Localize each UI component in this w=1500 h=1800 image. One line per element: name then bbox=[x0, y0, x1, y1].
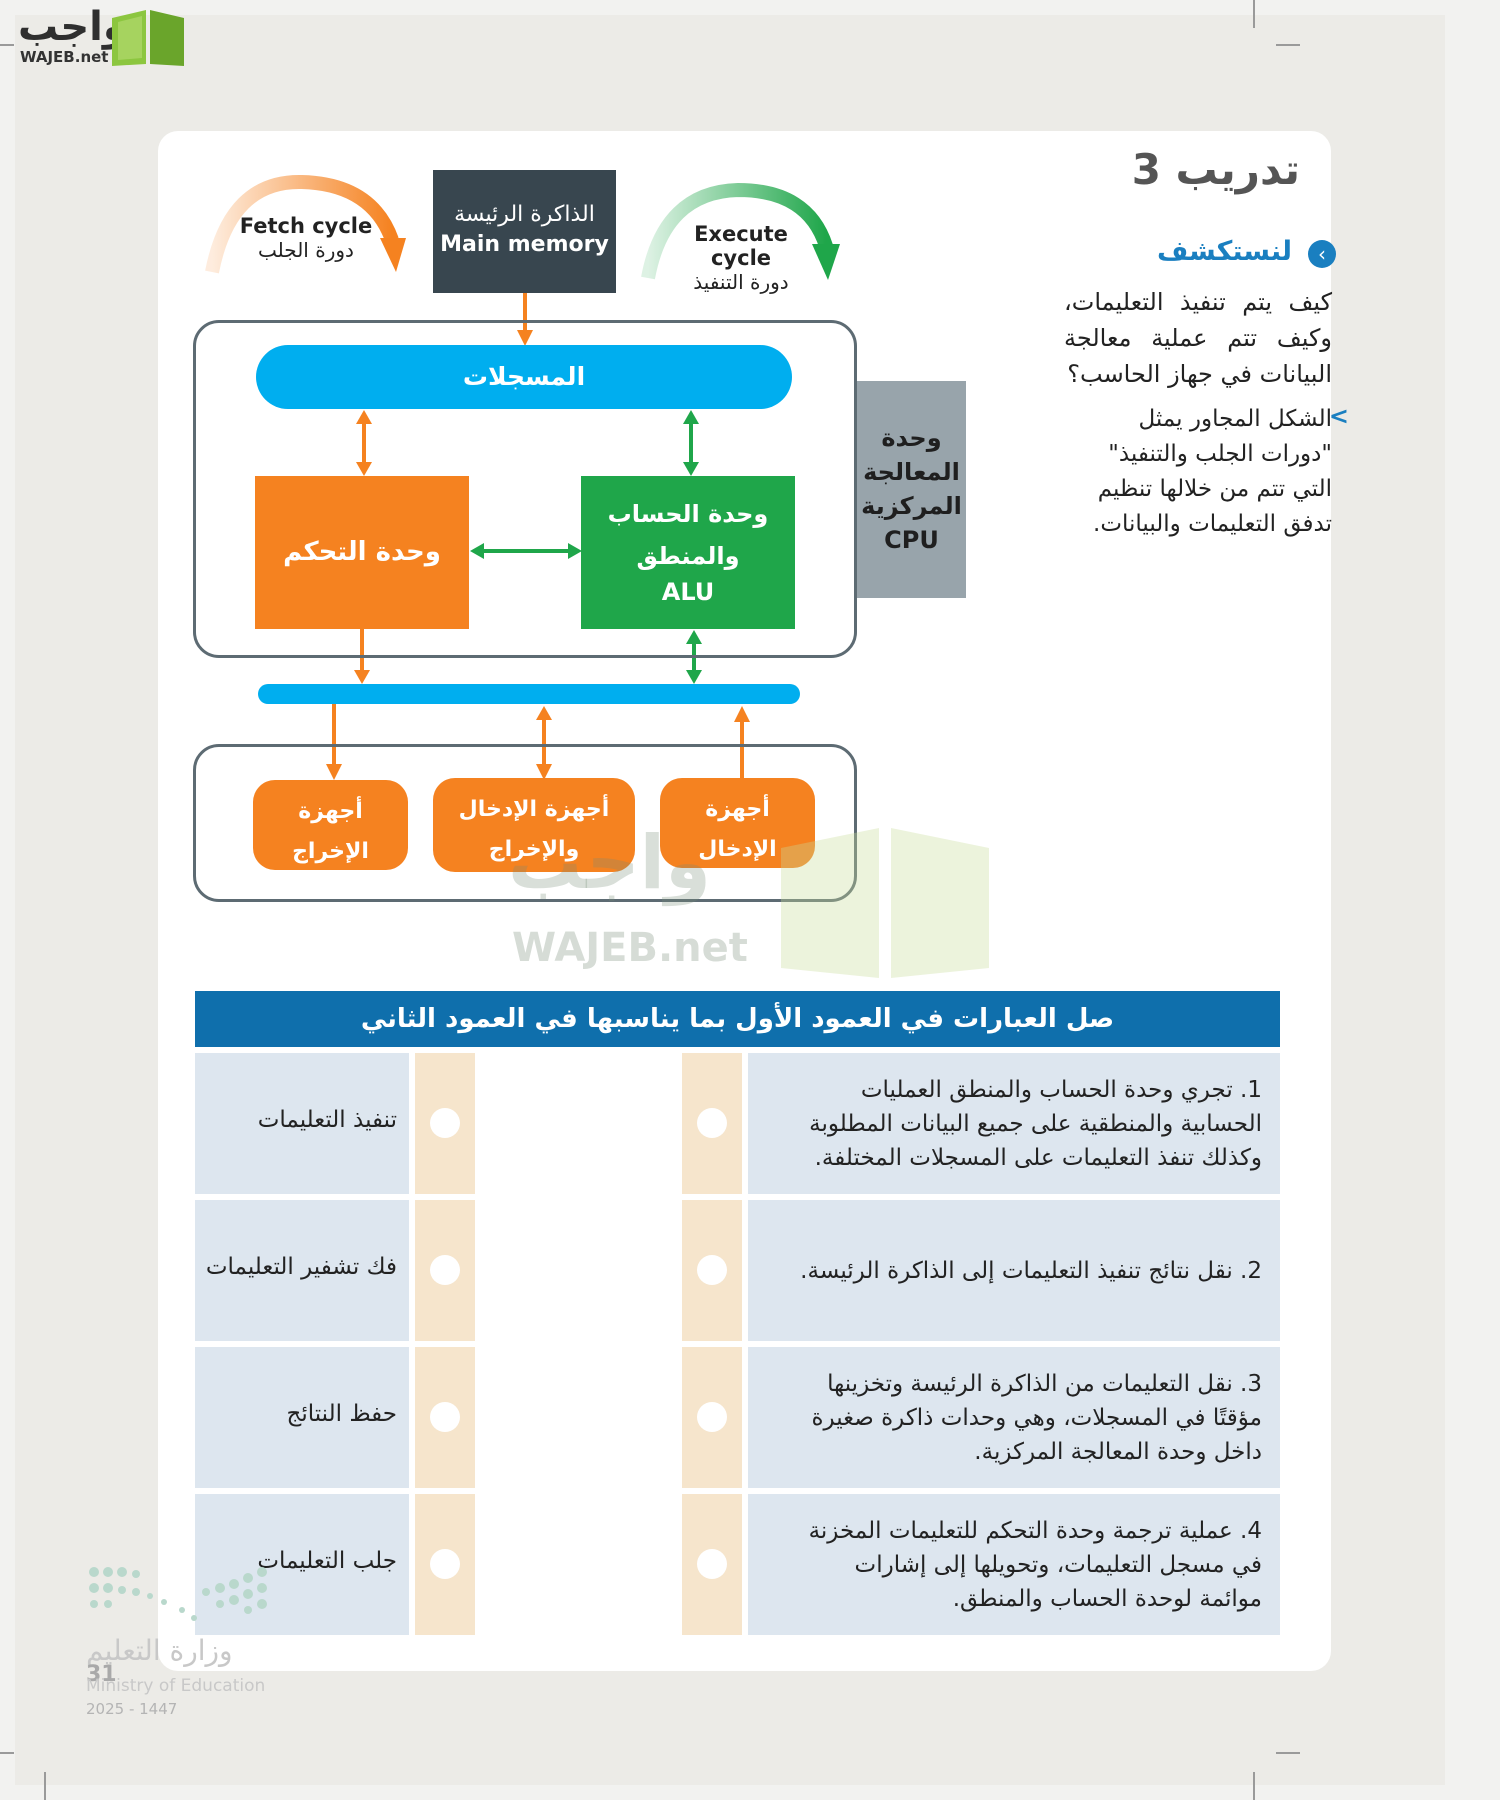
statement-cell: 3. نقل التعليمات من الذاكرة الرئيسة وتخز… bbox=[748, 1347, 1280, 1488]
fetch-cycle-arc bbox=[205, 174, 399, 274]
execute-cycle-en: Execute cycle bbox=[694, 222, 788, 270]
crop-mark bbox=[1253, 0, 1255, 28]
watermark-english: WAJEB.net bbox=[512, 925, 748, 971]
statement-cell: 1. تجري وحدة الحساب والمنطق العمليات الح… bbox=[748, 1053, 1280, 1194]
io-devices-box: أجهزة الإدخال والإخراج bbox=[433, 778, 635, 872]
option-cell: جلب التعليمات bbox=[195, 1494, 409, 1635]
crop-mark bbox=[0, 1752, 14, 1754]
alu-ar-line1: وحدة الحساب bbox=[607, 500, 769, 528]
logo-arabic: واجب bbox=[18, 4, 128, 50]
match-dot-right-4[interactable] bbox=[430, 1549, 460, 1579]
crop-mark bbox=[1253, 1772, 1255, 1800]
match-dot-right-2[interactable] bbox=[430, 1255, 460, 1285]
ministry-name-en: Ministry of Education bbox=[86, 1676, 266, 1696]
io-line2: والإخراج bbox=[488, 837, 580, 862]
answer-strip bbox=[682, 1200, 742, 1341]
option-3: حفظ النتائج bbox=[286, 1401, 397, 1427]
fetch-cycle-label: Fetch cycle دورة الجلب bbox=[236, 214, 376, 262]
input-line1: أجهزة bbox=[705, 797, 770, 822]
execute-cycle-arc bbox=[641, 182, 833, 280]
io-line1: أجهزة الإدخال bbox=[458, 797, 610, 822]
book-icon bbox=[112, 10, 184, 66]
option-cell: فك تشفير التعليمات bbox=[195, 1200, 409, 1341]
answer-strip bbox=[415, 1053, 475, 1194]
output-line2: الإخراج bbox=[292, 839, 369, 864]
system-bus bbox=[258, 684, 800, 704]
statement-cell: 4. عملية ترجمة وحدة التحكم للتعليمات الم… bbox=[748, 1494, 1280, 1635]
option-cell: حفظ النتائج bbox=[195, 1347, 409, 1488]
output-line1: أجهزة bbox=[298, 799, 363, 824]
statement-1: 1. تجري وحدة الحساب والمنطق العمليات الح… bbox=[809, 1077, 1262, 1171]
arrow-bullet-icon: < bbox=[1328, 402, 1349, 430]
watermark-book-icon bbox=[781, 828, 989, 978]
explore-heading: لنستكشف bbox=[1157, 236, 1292, 267]
answer-strip bbox=[415, 1200, 475, 1341]
logo-english: WAJEB.net bbox=[20, 48, 109, 66]
option-2: فك تشفير التعليمات bbox=[205, 1254, 397, 1280]
cpu-ar-line1: وحدة bbox=[881, 424, 942, 452]
wajeb-logo[interactable]: واجب WAJEB.net bbox=[8, 4, 188, 68]
execute-cycle-ar: دورة التنفيذ bbox=[693, 270, 789, 294]
answer-strip bbox=[682, 1347, 742, 1488]
matching-header: صل العبارات في العمود الأول بما يناسبها … bbox=[195, 991, 1280, 1047]
alu-ar-line2: والمنطق bbox=[636, 542, 740, 570]
statement-4: 4. عملية ترجمة وحدة التحكم للتعليمات الم… bbox=[808, 1518, 1262, 1612]
match-dot-left-1[interactable] bbox=[697, 1108, 727, 1138]
cpu-frame bbox=[193, 320, 857, 658]
explore-question: كيف يتم تنفيذ التعليمات، وكيف تتم عملية … bbox=[1064, 288, 1332, 388]
option-4: جلب التعليمات bbox=[257, 1548, 397, 1574]
crop-mark bbox=[1276, 44, 1300, 46]
match-dot-left-3[interactable] bbox=[697, 1402, 727, 1432]
match-dot-left-4[interactable] bbox=[697, 1549, 727, 1579]
statement-2: 2. نقل نتائج تنفيذ التعليمات إلى الذاكرة… bbox=[800, 1258, 1262, 1284]
main-memory-box: الذاكرة الرئيسة Main memory bbox=[433, 170, 616, 293]
match-dot-right-3[interactable] bbox=[430, 1402, 460, 1432]
diagram-description: الشكل المجاور يمثل "دورات الجلب والتنفيذ… bbox=[1093, 406, 1332, 537]
match-dot-right-1[interactable] bbox=[430, 1108, 460, 1138]
output-devices-box: أجهزة الإخراج bbox=[253, 780, 408, 870]
cpu-en: CPU bbox=[884, 526, 939, 554]
alu-en: ALU bbox=[661, 578, 715, 606]
fetch-cycle-en: Fetch cycle bbox=[239, 214, 373, 238]
ministry-logo-icon bbox=[89, 1567, 267, 1621]
crop-mark bbox=[1276, 1752, 1300, 1754]
crop-mark bbox=[0, 44, 14, 46]
watermark-arabic: واجب bbox=[508, 820, 712, 906]
option-cell: تنفيذ التعليمات bbox=[195, 1053, 409, 1194]
answer-strip bbox=[682, 1494, 742, 1635]
statement-cell: 2. نقل نتائج تنفيذ التعليمات إلى الذاكرة… bbox=[748, 1200, 1280, 1341]
answer-strip bbox=[415, 1494, 475, 1635]
main-memory-ar: الذاكرة الرئيسة bbox=[454, 202, 595, 227]
diagram-connectors bbox=[205, 174, 840, 780]
answer-strip bbox=[415, 1347, 475, 1488]
exercise-title: تدريب 3 bbox=[1131, 145, 1300, 194]
input-devices-box: أجهزة الإدخال bbox=[660, 778, 815, 868]
ministry-name-ar: وزارة التعليم bbox=[86, 1634, 233, 1667]
cpu-ar-line3: المركزية bbox=[861, 492, 962, 520]
page-number: 31 bbox=[86, 1662, 117, 1687]
cpu-label-box: وحدة المعالجة المركزية CPU bbox=[857, 381, 966, 598]
crop-mark bbox=[44, 1772, 46, 1800]
main-memory-en: Main memory bbox=[440, 232, 609, 257]
match-dot-left-2[interactable] bbox=[697, 1255, 727, 1285]
statement-3: 3. نقل التعليمات من الذاكرة الرئيسة وتخز… bbox=[811, 1371, 1262, 1465]
answer-strip bbox=[682, 1053, 742, 1194]
execute-cycle-label: Execute cycle دورة التنفيذ bbox=[668, 222, 814, 294]
alu-box: وحدة الحساب والمنطق ALU bbox=[581, 476, 795, 629]
chevron-left-icon: ‹ bbox=[1308, 240, 1336, 268]
edition-year: 2025 - 1447 bbox=[86, 1700, 178, 1718]
control-unit-box: وحدة التحكم bbox=[255, 476, 469, 629]
option-1: تنفيذ التعليمات bbox=[257, 1107, 397, 1133]
io-devices-frame bbox=[193, 744, 857, 902]
cpu-ar-line2: المعالجة bbox=[863, 458, 960, 486]
registers-bar: المسجلات bbox=[256, 345, 792, 409]
fetch-cycle-ar: دورة الجلب bbox=[258, 238, 354, 262]
input-line2: الإدخال bbox=[698, 837, 777, 862]
